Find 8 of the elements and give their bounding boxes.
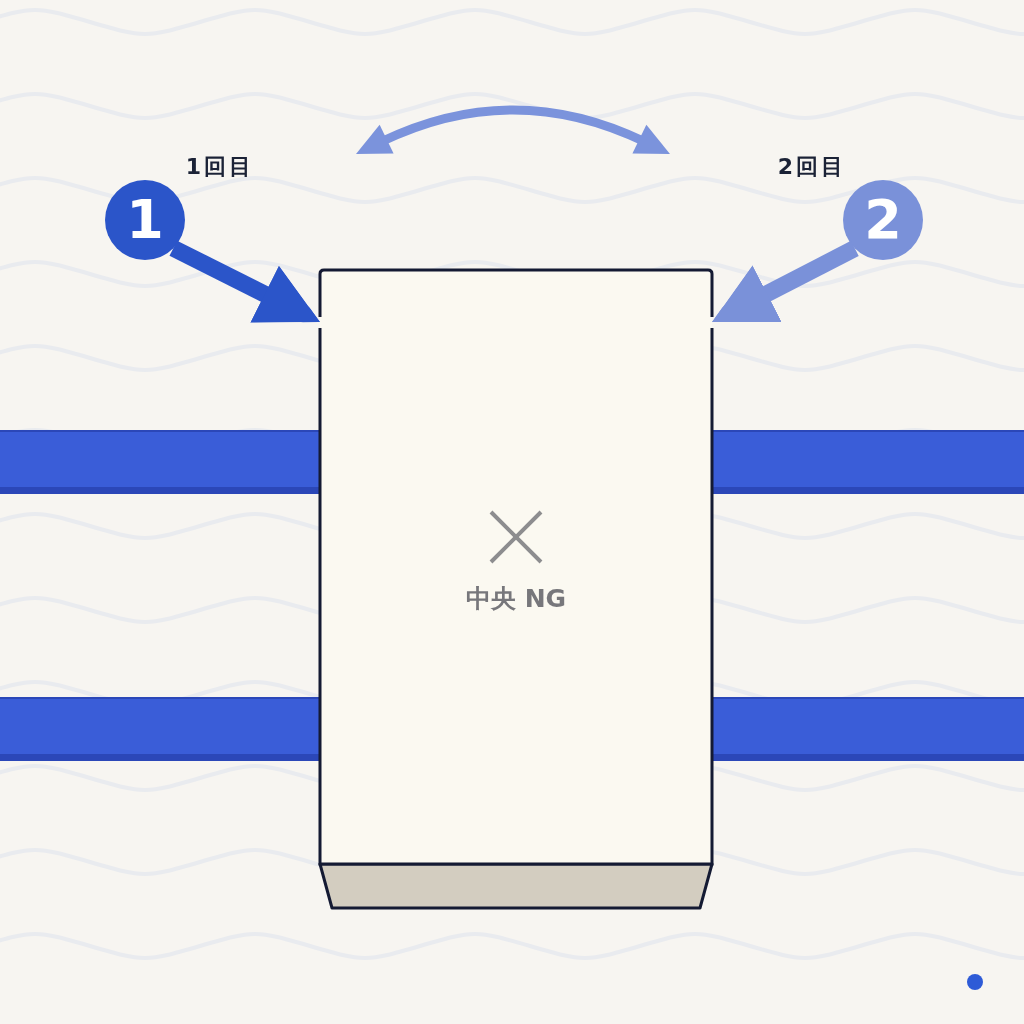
package-box bbox=[318, 268, 714, 912]
node-label: 中央 NG bbox=[465, 583, 567, 615]
step-number-circle: 1 bbox=[105, 180, 185, 260]
step-number-circle: 2 bbox=[843, 180, 923, 260]
step-label: 2回目 bbox=[777, 153, 847, 181]
arrow bbox=[712, 240, 859, 323]
step-label: 1回目 bbox=[185, 153, 255, 181]
arrow bbox=[169, 240, 320, 323]
